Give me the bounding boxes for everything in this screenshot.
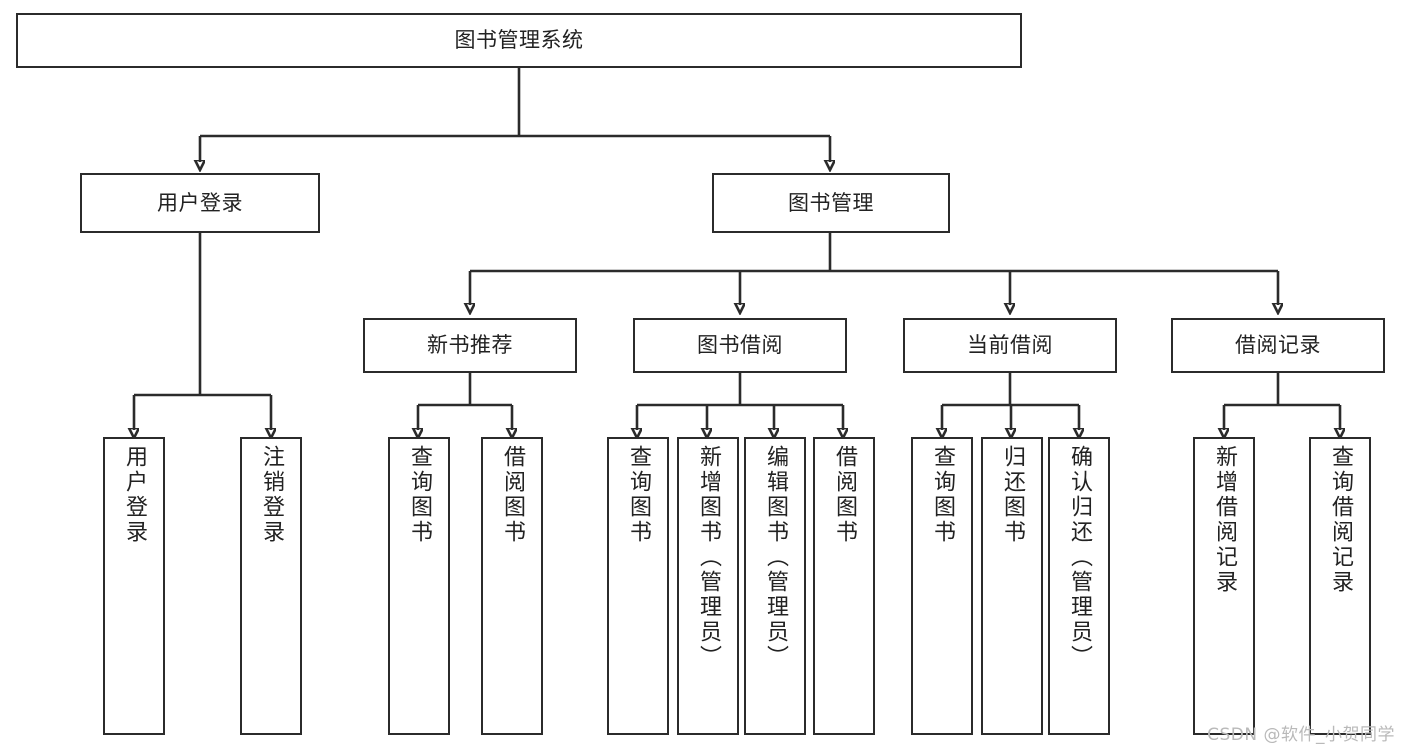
node-label: 图书管理 xyxy=(788,190,874,215)
node-label: 查询图书 xyxy=(407,445,432,545)
node-label: 查询图书 xyxy=(626,445,651,545)
node-label: 新增借阅记录 xyxy=(1212,445,1237,595)
node-label: 借阅记录 xyxy=(1235,333,1321,358)
csdn-watermark: CSDN @软件_小贺同学 xyxy=(1207,725,1395,745)
node-label: 用户登录 xyxy=(157,190,243,215)
node-book-manage[interactable]: 图书管理 xyxy=(712,173,950,233)
node-label: 注销登录 xyxy=(259,445,284,545)
leaf-add-book[interactable]: 新增图书（管理员） xyxy=(677,437,739,735)
leaf-edit-book[interactable]: 编辑图书（管理员） xyxy=(744,437,806,735)
node-label: 图书管理系统 xyxy=(454,28,584,53)
node-user-login[interactable]: 用户登录 xyxy=(80,173,320,233)
node-label: 新增图书（管理员） xyxy=(696,445,721,670)
leaf-query-book-borrow[interactable]: 查询图书 xyxy=(607,437,669,735)
leaf-query-book-current[interactable]: 查询图书 xyxy=(911,437,973,735)
node-label: 新书推荐 xyxy=(427,333,513,358)
node-label: 当前借阅 xyxy=(967,333,1053,358)
node-book-borrow[interactable]: 图书借阅 xyxy=(633,318,847,373)
node-borrow-record[interactable]: 借阅记录 xyxy=(1171,318,1385,373)
node-label: 用户登录 xyxy=(122,445,147,545)
leaf-query-book-rec[interactable]: 查询图书 xyxy=(388,437,450,735)
node-label: 编辑图书（管理员） xyxy=(763,445,788,670)
node-current-borrow[interactable]: 当前借阅 xyxy=(903,318,1117,373)
leaf-query-borrow-record[interactable]: 查询借阅记录 xyxy=(1309,437,1371,735)
node-label: 确认归还（管理员） xyxy=(1067,445,1092,670)
node-label: 归还图书 xyxy=(1000,445,1025,545)
node-label: 查询借阅记录 xyxy=(1328,445,1353,595)
leaf-add-borrow-record[interactable]: 新增借阅记录 xyxy=(1193,437,1255,735)
leaf-logout-login[interactable]: 注销登录 xyxy=(240,437,302,735)
node-root-system[interactable]: 图书管理系统 xyxy=(16,13,1022,68)
leaf-confirm-return[interactable]: 确认归还（管理员） xyxy=(1048,437,1110,735)
node-label: 图书借阅 xyxy=(697,333,783,358)
leaf-borrow-book-rec[interactable]: 借阅图书 xyxy=(481,437,543,735)
node-label: 借阅图书 xyxy=(500,445,525,545)
node-label: 借阅图书 xyxy=(832,445,857,545)
leaf-borrow-book[interactable]: 借阅图书 xyxy=(813,437,875,735)
node-new-book-rec[interactable]: 新书推荐 xyxy=(363,318,577,373)
leaf-user-login[interactable]: 用户登录 xyxy=(103,437,165,735)
node-label: 查询图书 xyxy=(930,445,955,545)
leaf-return-book[interactable]: 归还图书 xyxy=(981,437,1043,735)
